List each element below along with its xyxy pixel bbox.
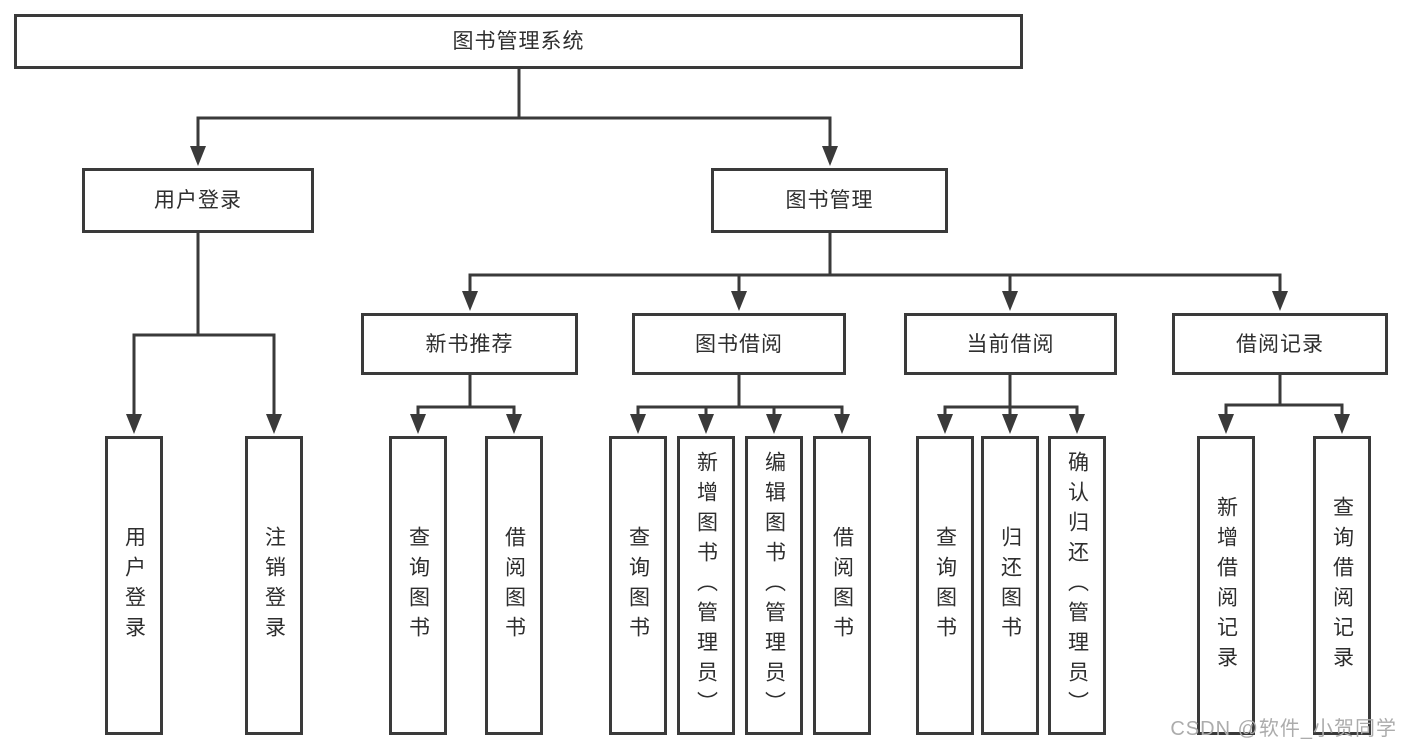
node-label: 当前借阅 (966, 332, 1055, 356)
connector-root-to-level1 (190, 67, 838, 166)
node-label: 借阅图书 (830, 525, 854, 646)
arrowhead-down-icon (822, 146, 838, 166)
node-label: 新增借阅记录 (1214, 495, 1238, 676)
node-label: 用户登录 (154, 189, 242, 212)
node-query-books-borrowing: 查询图书 (609, 436, 667, 735)
connector-book-borrow-children (630, 373, 850, 434)
node-current-borrowing: 当前借阅 (904, 313, 1117, 375)
node-label: 查询图书 (406, 525, 430, 646)
connector-records-children (1218, 373, 1350, 434)
node-label: 借阅记录 (1236, 332, 1324, 356)
node-return-books: 归还图书 (981, 436, 1039, 735)
node-confirm-return-admin: 确认归还（管理员） (1048, 436, 1106, 735)
arrowhead-down-icon (266, 414, 282, 434)
node-label: 编辑图书（管理员） (762, 450, 786, 721)
node-book-management: 图书管理 (711, 168, 948, 233)
node-label: 新增图书（管理员） (694, 450, 718, 721)
arrowhead-down-icon (1069, 414, 1085, 434)
arrowhead-down-icon (630, 414, 646, 434)
node-label: 图书管理系统 (452, 30, 585, 53)
arrowhead-down-icon (937, 414, 953, 434)
node-label: 查询借阅记录 (1330, 495, 1354, 676)
connector-book-mgmt-to-level2 (462, 231, 1288, 311)
arrowhead-down-icon (1334, 414, 1350, 434)
arrowhead-down-icon (1002, 414, 1018, 434)
arrowhead-down-icon (410, 414, 426, 434)
node-label: 图书借阅 (695, 332, 783, 356)
node-borrowing-records: 借阅记录 (1172, 313, 1388, 375)
arrowhead-down-icon (834, 414, 850, 434)
arrowhead-down-icon (731, 291, 747, 311)
node-label: 用户登录 (122, 525, 146, 646)
node-borrow-books-borrowing: 借阅图书 (813, 436, 871, 735)
node-logout: 注销登录 (245, 436, 303, 735)
arrowhead-down-icon (506, 414, 522, 434)
connector-current-borrow-children (937, 373, 1085, 434)
node-book-borrowing: 图书借阅 (632, 313, 846, 375)
connector-new-book-children (410, 373, 522, 434)
node-label: 确认归还（管理员） (1065, 450, 1089, 721)
node-label: 查询图书 (933, 525, 957, 646)
arrowhead-down-icon (462, 291, 478, 311)
node-label: 注销登录 (262, 525, 286, 646)
node-label: 归还图书 (998, 525, 1022, 646)
arrowhead-down-icon (1272, 291, 1288, 311)
node-borrow-books-recommend: 借阅图书 (485, 436, 543, 735)
arrowhead-down-icon (126, 414, 142, 434)
node-label: 新书推荐 (425, 332, 514, 356)
arrowhead-down-icon (190, 146, 206, 166)
connector-user-login-children (126, 231, 282, 434)
node-edit-book-admin: 编辑图书（管理员） (745, 436, 803, 735)
node-new-book-recommend: 新书推荐 (361, 313, 578, 375)
arrowhead-down-icon (766, 414, 782, 434)
arrowhead-down-icon (1218, 414, 1234, 434)
node-add-book-admin: 新增图书（管理员） (677, 436, 735, 735)
node-query-borrow-record: 查询借阅记录 (1313, 436, 1371, 735)
node-user-login: 用户登录 (82, 168, 314, 233)
node-query-books-current: 查询图书 (916, 436, 974, 735)
arrowhead-down-icon (698, 414, 714, 434)
watermark: CSDN @软件_小贺同学 (1170, 718, 1397, 740)
node-label: 查询图书 (626, 525, 650, 646)
arrowhead-down-icon (1002, 291, 1018, 311)
node-add-borrow-record: 新增借阅记录 (1197, 436, 1255, 735)
node-user-login-leaf: 用户登录 (105, 436, 163, 735)
node-query-books-recommend: 查询图书 (389, 436, 447, 735)
node-label: 图书管理 (785, 189, 874, 212)
node-label: 借阅图书 (502, 525, 526, 646)
node-root-system: 图书管理系统 (14, 14, 1023, 69)
